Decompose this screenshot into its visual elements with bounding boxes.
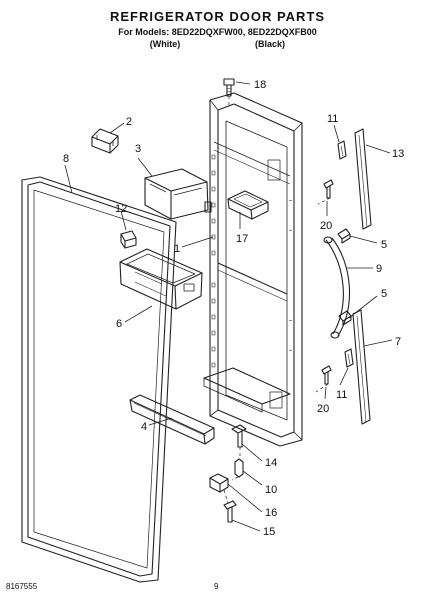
- callout-number: 7: [395, 336, 401, 348]
- callout-number: 8: [63, 153, 69, 165]
- model-numbers: For Models: 8ED22DQXFW00, 8ED22DQXFB00: [118, 27, 317, 37]
- dairy-door-part: [144, 168, 212, 220]
- callout-number: 5: [381, 239, 387, 251]
- callout-number: 11: [327, 113, 338, 125]
- callout-number: 1: [174, 243, 180, 255]
- trim-clip-part-top: [337, 140, 347, 160]
- color-label-white: (White): [149, 39, 181, 49]
- color-label-black: (Black): [255, 39, 286, 49]
- callout-number: 20: [317, 403, 329, 415]
- bushing-part: [234, 458, 244, 478]
- door-bin-part: [119, 248, 203, 310]
- door-gasket: [21, 176, 177, 583]
- cap-part-top: [337, 228, 351, 244]
- callout-number: 2: [126, 116, 132, 128]
- upper-trim-part: [354, 128, 372, 230]
- document-number: 8167555: [6, 582, 38, 591]
- callout-number: 9: [376, 263, 382, 275]
- door-liner-part: [203, 92, 303, 447]
- callout-number: 10: [265, 484, 277, 496]
- bottom-screw-part: [223, 500, 237, 523]
- page-title: REFRIGERATOR DOOR PARTS: [109, 9, 326, 24]
- callout-number: 5: [381, 288, 387, 300]
- page-number: 9: [214, 582, 219, 591]
- callout-number: 16: [265, 507, 277, 519]
- callout-number: 14: [265, 457, 277, 469]
- small-clip-part: [120, 230, 137, 249]
- callout-number: 18: [254, 79, 266, 91]
- handle-screw-part-top: [323, 179, 334, 199]
- callout-number: 15: [263, 526, 275, 538]
- clip-part: [91, 128, 119, 154]
- lower-trim-part: [352, 309, 371, 425]
- callout-number: 20: [320, 220, 332, 232]
- bottom-bin-part: [129, 394, 215, 445]
- callout-number: 13: [392, 148, 404, 160]
- callout-number: 6: [116, 318, 122, 330]
- tray-part: [227, 190, 269, 220]
- callout-number: 17: [236, 233, 248, 245]
- callout-number: 11: [336, 389, 347, 401]
- color-labels: (White) (Black): [0, 40, 435, 49]
- callout-number: 4: [141, 421, 147, 433]
- handle-screw-part-bottom: [321, 365, 332, 385]
- callout-number: 3: [135, 143, 141, 155]
- hinge-block-part: [209, 473, 229, 493]
- handle-part: [323, 236, 351, 339]
- trim-clip-part-bottom: [344, 348, 354, 368]
- callout-number: 12: [115, 203, 127, 215]
